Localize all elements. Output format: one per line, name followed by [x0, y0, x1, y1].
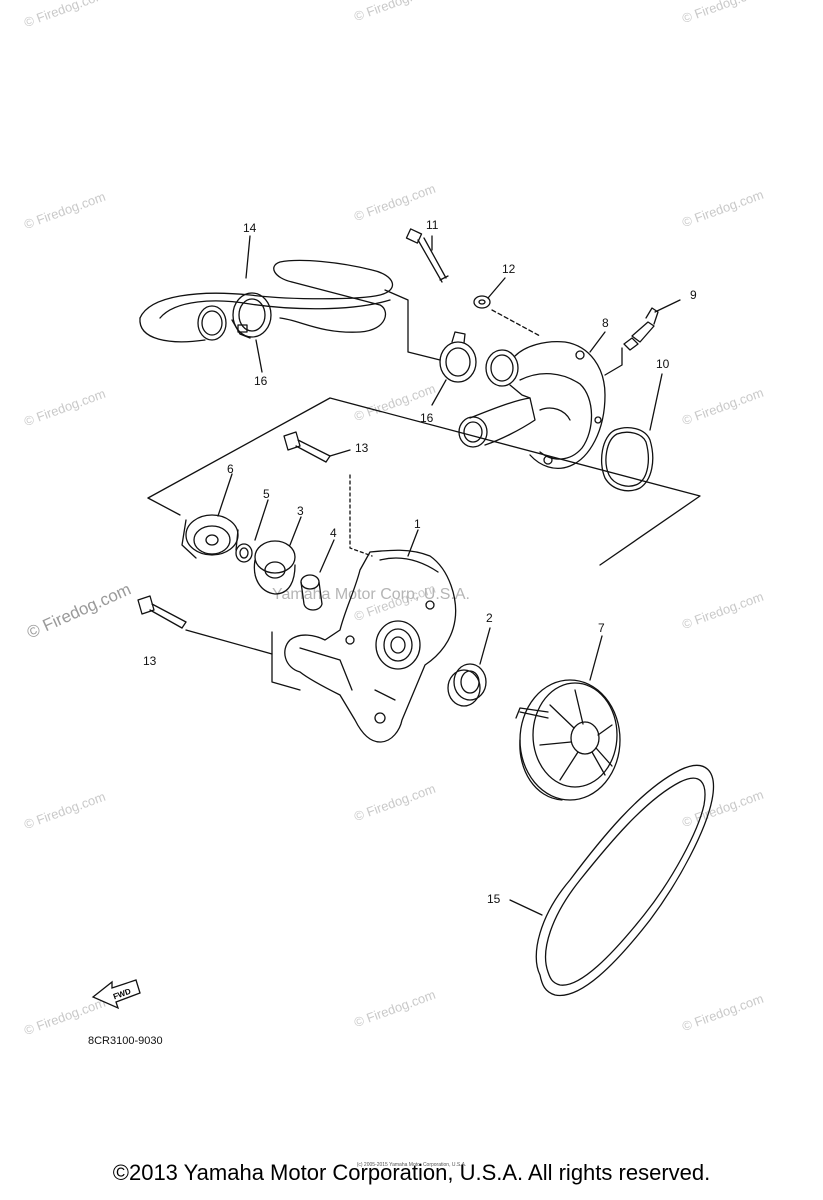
tiny-copyright: (c) 2005-2015 Yamaha Motor Corporation, …	[356, 1162, 467, 1168]
bolt-part-13-lower	[137, 595, 187, 629]
leader-washer	[491, 309, 541, 337]
collar-part-4	[300, 574, 323, 611]
leader	[245, 235, 251, 279]
part-label: 2	[486, 611, 493, 625]
footer-copyright: ©2013 Yamaha Motor Corporation, U.S.A. A…	[112, 1160, 711, 1185]
seal-part-3	[253, 540, 296, 595]
leader-bolt-13-lower	[185, 629, 273, 655]
leader	[407, 529, 419, 557]
leader	[589, 331, 606, 353]
leader-nipple	[604, 347, 623, 376]
part-label: 10	[656, 357, 670, 371]
leader	[654, 299, 681, 313]
leader	[319, 539, 335, 573]
diagram-code: 8CR3100-9030	[88, 1035, 163, 1047]
fwd-arrow-icon: FWD	[91, 979, 141, 1010]
bolt-part-11	[405, 228, 449, 283]
hose-part-15	[139, 259, 393, 343]
part-label: 4	[330, 526, 337, 540]
part-label: 5	[263, 487, 270, 501]
washer-part-12	[473, 295, 491, 309]
belt-part-14	[535, 764, 714, 997]
part-label: 15	[487, 892, 501, 906]
leader	[509, 899, 543, 916]
part-label: 8	[602, 316, 609, 330]
bracket-line	[147, 497, 181, 516]
leader	[329, 449, 351, 457]
pulley-part-7	[515, 679, 621, 801]
leader	[589, 635, 603, 681]
bracket-line	[147, 397, 701, 566]
nipple-part-9	[623, 307, 659, 351]
part-label: 12	[502, 262, 516, 276]
leader-bolt-13	[349, 474, 373, 557]
bearing-part-2	[447, 663, 487, 707]
part-label: 13	[355, 441, 369, 455]
leader	[289, 516, 302, 546]
part-label: 13	[143, 654, 157, 668]
part-label: 6	[227, 462, 234, 476]
part-label: 11	[426, 218, 439, 232]
leader	[255, 339, 263, 373]
part-label: 7	[598, 621, 605, 635]
housing-part-1	[284, 549, 457, 743]
leader	[649, 373, 663, 431]
part-label: 9	[690, 288, 697, 302]
part-label: 16	[420, 411, 434, 425]
washer-part-5	[235, 543, 253, 563]
part-label: 3	[297, 504, 304, 518]
part-label: 16	[254, 374, 268, 388]
clamp-part-16-left	[231, 292, 272, 339]
leader	[479, 627, 491, 665]
leader-hose	[384, 289, 441, 361]
part-label: 1	[414, 517, 421, 531]
bolt-part-13-upper	[283, 431, 331, 463]
leader	[487, 277, 506, 299]
clamp-part-16-right	[439, 331, 477, 383]
impeller-part-6	[181, 514, 239, 559]
o-ring-part-10	[601, 427, 654, 492]
leader-bolt-13-lower	[271, 631, 301, 691]
leader	[217, 473, 233, 517]
leader	[431, 379, 447, 406]
leader	[254, 499, 269, 541]
part-label: 14	[243, 221, 257, 235]
pump-cover-part-8	[458, 340, 606, 470]
